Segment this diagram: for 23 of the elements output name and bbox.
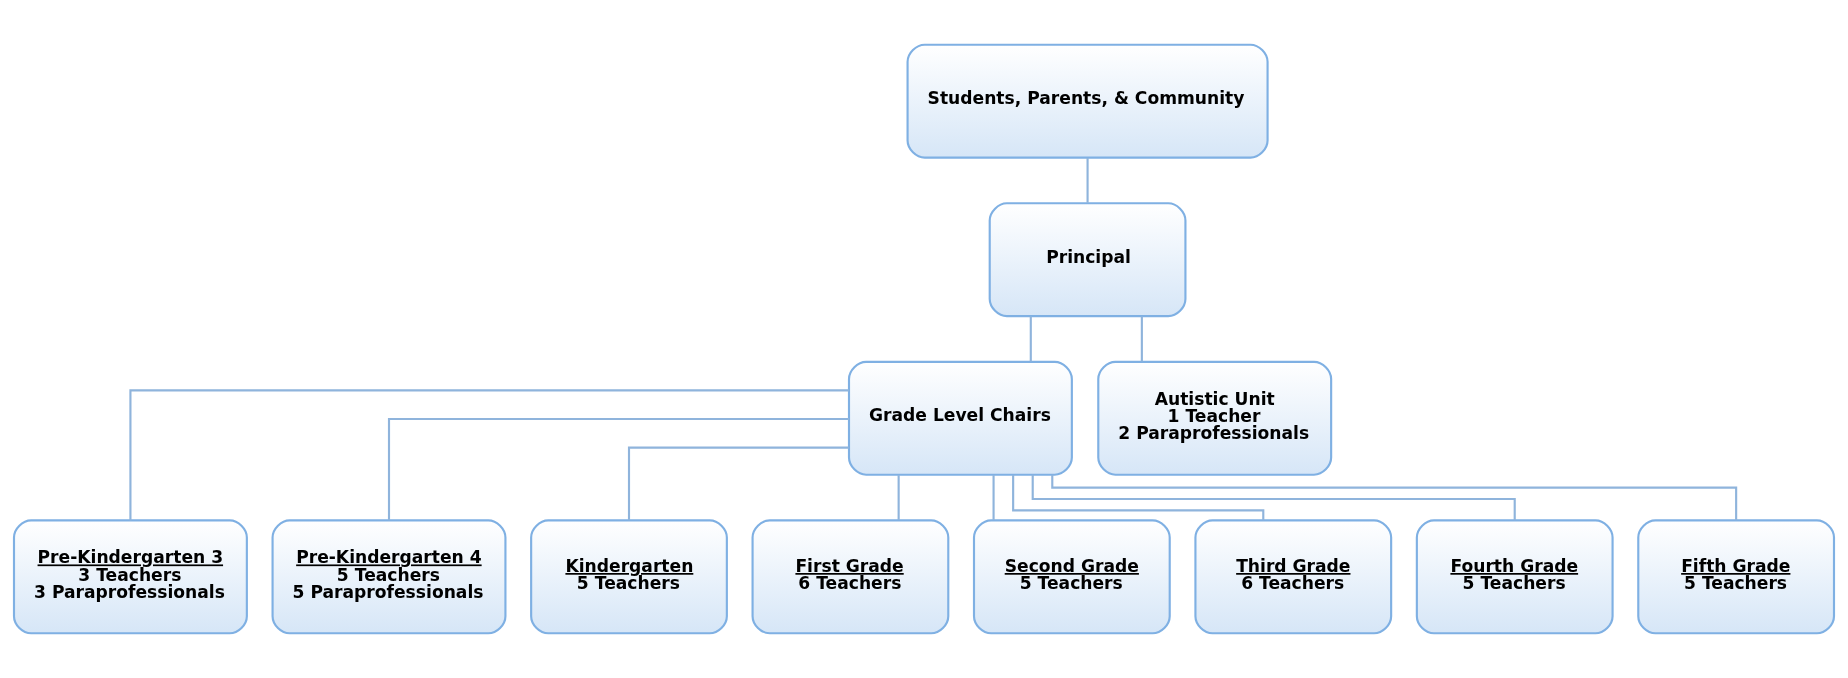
- node-box: Grade Level Chairs: [847, 360, 1073, 476]
- node-box: Fifth Grade 5 Teachers: [1637, 519, 1836, 635]
- connector: [1031, 474, 1516, 521]
- connector: [1012, 475, 1265, 521]
- connector: [1140, 316, 1143, 362]
- node-box: Pre-Kindergarten 4 5 Teachers 5 Paraprofessionals: [271, 519, 507, 635]
- node-box: Second Grade 5 Teachers: [972, 519, 1171, 635]
- node-box: Pre-Kindergarten 3 3 Teachers 3 Paraprofessionals: [12, 519, 248, 635]
- node-box: Principal: [988, 202, 1187, 318]
- connector: [129, 389, 849, 521]
- connector: [1051, 474, 1738, 521]
- connector: [897, 475, 900, 520]
- connector: [387, 417, 849, 521]
- connector: [627, 446, 849, 521]
- node-box: Fourth Grade 5 Teachers: [1415, 519, 1614, 635]
- node-box: First Grade 6 Teachers: [751, 519, 950, 635]
- connector: [1029, 316, 1032, 362]
- connector: [1086, 157, 1089, 203]
- node-box: Autistic Unit 1 Teacher 2 Paraprofessionals: [1097, 360, 1333, 476]
- connector: [992, 475, 995, 520]
- node-box: Students, Parents, & Community: [906, 43, 1269, 159]
- node-box: Third Grade 6 Teachers: [1194, 519, 1393, 635]
- node-box: Kindergarten 5 Teachers: [530, 519, 728, 635]
